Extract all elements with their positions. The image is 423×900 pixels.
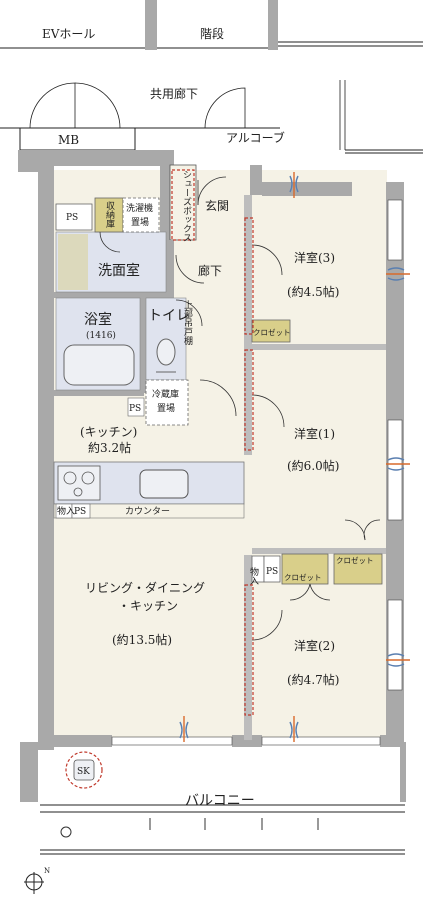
label-corridor: 廊下 bbox=[198, 263, 222, 278]
stairs bbox=[157, 0, 423, 50]
label-storage: 収納庫 bbox=[104, 200, 115, 229]
label-storage-room: 物入 bbox=[248, 566, 259, 585]
storage-cabinet bbox=[94, 197, 124, 233]
label-room2-area: (約4.7帖) bbox=[287, 672, 339, 687]
label-washer-2: 置場 bbox=[131, 216, 149, 228]
label-counter: カウンター bbox=[125, 506, 170, 517]
closet-room3 bbox=[251, 319, 291, 343]
washroom bbox=[55, 231, 167, 293]
label-alcove: アルコーブ bbox=[226, 130, 285, 145]
toilet bbox=[145, 297, 187, 381]
label-sk: SK bbox=[77, 767, 90, 777]
label-balcony: バルコニー bbox=[185, 793, 255, 809]
closet-room2 bbox=[281, 553, 329, 585]
label-shoe-box: シューズボックス bbox=[181, 170, 192, 242]
doors bbox=[99, 176, 381, 641]
north-arrow-icon: N bbox=[24, 867, 50, 894]
label-room1: 洋室(1) bbox=[294, 426, 335, 441]
label-storage-kitchen: 物入 bbox=[57, 505, 75, 517]
label-closet-room2: クロゼット bbox=[284, 572, 322, 582]
label-bath-size: (1416) bbox=[86, 330, 116, 341]
balcony bbox=[20, 742, 406, 855]
label-room3: 洋室(3) bbox=[294, 250, 335, 265]
washer-area bbox=[122, 197, 160, 233]
label-fridge-2: 置場 bbox=[157, 402, 175, 414]
bath bbox=[55, 297, 141, 391]
label-ldk-area: (約13.5帖) bbox=[112, 632, 172, 647]
label-room2: 洋室(2) bbox=[294, 638, 335, 653]
storage-small-kitchen bbox=[55, 503, 91, 519]
label-ldk-1: リビング・ダイニング bbox=[85, 580, 205, 595]
svg-text:N: N bbox=[44, 867, 50, 875]
label-mb: MB bbox=[58, 133, 79, 147]
label-upper-cabinet: 上部吊戸棚 bbox=[182, 300, 193, 346]
label-closet-room3: クロゼット bbox=[253, 327, 291, 337]
label-ldk-2: ・キッチン bbox=[118, 599, 178, 613]
label-toilet: トイレ bbox=[148, 308, 190, 324]
sk-marker bbox=[65, 751, 103, 789]
label-room3-area: (約4.5帖) bbox=[287, 284, 339, 299]
ev-hall bbox=[0, 0, 157, 50]
fridge-area bbox=[145, 379, 189, 426]
label-washer-1: 洗濯機 bbox=[126, 202, 153, 214]
label-room1-area: (約6.0帖) bbox=[287, 458, 339, 473]
kitchen-sink bbox=[139, 469, 189, 499]
ps-box-kitchen bbox=[127, 397, 145, 417]
label-stairs: 階段 bbox=[200, 26, 224, 41]
label-ev-hall: EVホール bbox=[42, 27, 95, 41]
label-kitchen-1: (キッチン) bbox=[80, 425, 137, 439]
label-entrance: 玄関 bbox=[205, 198, 229, 213]
label-common-corridor: 共用廊下 bbox=[150, 86, 198, 101]
ps-box-1 bbox=[55, 203, 93, 231]
storage-small-box bbox=[251, 555, 281, 583]
kitchen-stove bbox=[57, 465, 101, 501]
label-closet-room1: クロゼット bbox=[336, 555, 374, 565]
label-ps-kitchen: PS bbox=[129, 404, 141, 414]
label-ps-1: PS bbox=[66, 213, 78, 223]
label-washroom: 洗面室 bbox=[98, 262, 140, 279]
label-fridge-1: 冷蔵庫 bbox=[152, 388, 179, 400]
label-ps-room: PS bbox=[266, 567, 278, 577]
label-ps-kitchen-2: PS bbox=[74, 507, 86, 517]
closet-room1 bbox=[333, 553, 383, 585]
label-kitchen-2: 約3.2帖 bbox=[88, 440, 131, 455]
sliding-door-marks bbox=[171, 169, 254, 716]
ac-marks bbox=[179, 172, 410, 742]
counter-line bbox=[53, 503, 245, 519]
label-bath: 浴室 bbox=[84, 311, 112, 328]
